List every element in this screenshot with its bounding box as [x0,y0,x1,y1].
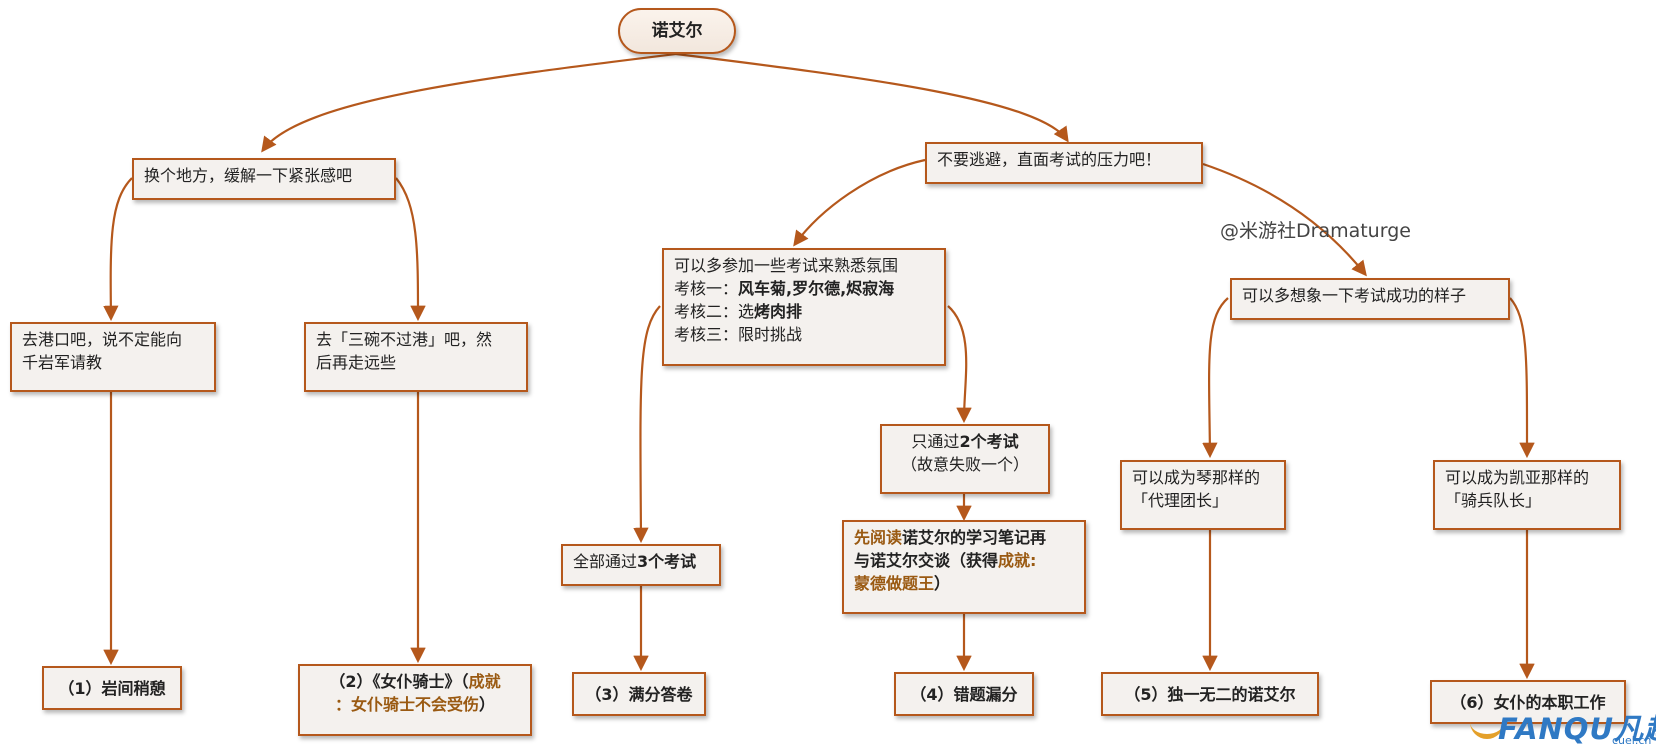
sanwan-line1: 去「三碗不过港」吧，然 [316,330,493,349]
notes-line3: 蒙德做题王） [854,572,1074,595]
edge-right-exams [793,158,926,247]
ending-6-label: （6）女仆的本职工作 [1450,692,1606,712]
option-node-kaeya: 可以成为凯亚那样的 「骑兵队长」 [1433,460,1621,530]
pass-two-prefix: 只通过 [911,432,960,451]
branch-node-relax: 换个地方，缓解一下紧张感吧 [132,158,396,200]
imagine-label: 可以多想象一下考试成功的样子 [1242,286,1467,305]
ending-node-4: （4）错题漏分 [894,672,1034,716]
edge-exams-passall [633,305,661,544]
edge-left-sanwan [395,177,426,322]
notes-part1: 诺艾尔的学习笔记再 [902,528,1047,547]
option-node-imagine: 可以多想象一下考试成功的样子 [1230,278,1510,320]
ending-node-5: （5）独一无二的诺艾尔 [1101,672,1319,716]
ending-node-6: （6）女仆的本职工作 [1430,680,1626,724]
ending-2-accent: 成就 [468,672,501,691]
pass-two-bold: 2个考试 [959,432,1019,451]
ending-4-label: （4）错题漏分 [910,684,1018,704]
notes-line1: 先阅读诺艾尔的学习笔记再 [854,526,1074,549]
edge-exams-passtwo [947,305,972,424]
kaeya-line2: 「骑兵队长」 [1445,491,1542,510]
exams-line1: 可以多参加一些考试来熟悉氛围 [674,256,899,275]
pass-two-line1: 只通过2个考试 [892,430,1038,453]
ending-2-suffix: ） [479,695,496,714]
exams-line4: 考核三：限时挑战 [674,325,803,344]
option-node-pass-two: 只通过2个考试 （故意失败一个） [880,424,1050,494]
exam2-prefix: 考核二：选 [674,302,755,321]
ending-node-1: （1）岩间稍憩 [42,666,182,710]
option-node-exams: 可以多参加一些考试来熟悉氛围 考核一：风车菊,罗尔德,烬寂海 考核二：选烤肉排 … [662,248,946,366]
option-node-pass-all: 全部通过3个考试 [561,544,721,586]
ending-1-label: （1）岩间稍憩 [58,678,166,698]
logo-sub: cuel.cn [1612,734,1652,747]
edge-root-left [261,52,677,153]
option-node-harbor: 去港口吧，说不定能向 千岩军请教 [10,322,216,392]
notes-line3-suffix: ） [934,574,951,593]
edge-root-right [675,52,1069,143]
option-node-sanwan: 去「三碗不过港」吧，然 后再走远些 [304,322,528,392]
notes-line2-prefix: 与诺艾尔交谈（获得 [854,551,999,570]
pass-two-line2: （故意失败一个） [900,455,1029,474]
option-node-qin: 可以成为琴那样的 「代理团长」 [1120,460,1286,530]
exams-line2: 考核一：风车菊,罗尔德,烬寂海 [674,277,934,300]
harbor-line1: 去港口吧，说不定能向 [22,330,183,349]
notes-accent-achievement: 成就: [998,551,1037,570]
branch-face-exam-label: 不要逃避，直面考试的压力吧！ [937,150,1162,169]
edge-imagine-kaeya [1509,297,1535,459]
logo-swoosh-icon [1470,712,1504,739]
root-label: 诺艾尔 [651,20,703,41]
branch-node-face-exam: 不要逃避，直面考试的压力吧！ [925,142,1203,184]
qin-line1: 可以成为琴那样的 [1132,468,1261,487]
exam2-value: 烤肉排 [754,302,803,321]
watermark-author: @米游社Dramaturge [1220,220,1411,242]
notes-accent-read: 先阅读 [854,528,903,547]
notes-line2: 与诺艾尔交谈（获得成就: [854,549,1074,572]
harbor-line2: 千岩军请教 [22,353,103,372]
exam1-prefix: 考核一： [674,279,739,298]
pass-all-prefix: 全部通过 [573,552,638,571]
kaeya-line1: 可以成为凯亚那样的 [1445,468,1590,487]
ending-3-label: （3）满分答卷 [585,684,693,704]
edge-right-imagine [1202,162,1367,277]
pass-all-bold: 3个考试 [637,552,697,571]
logo-fanqu: FANQU凡趣 [1498,712,1656,746]
ending-5-label: （5）独一无二的诺艾尔 [1124,684,1296,704]
ending-2-line1: （2）《女仆骑士》（成就 [310,670,520,693]
ending-node-2: （2）《女仆骑士》（成就 ：女仆骑士不会受伤） [298,664,532,736]
ending-2-line2: ：女仆骑士不会受伤） [310,693,520,716]
option-node-study-notes: 先阅读诺艾尔的学习笔记再 与诺艾尔交谈（获得成就: 蒙德做题王） [842,520,1086,614]
ending-2-achievement: ：女仆骑士不会受伤 [334,695,479,714]
ending-2-prefix: （2）《女仆骑士》（ [329,672,469,691]
exams-line3: 考核二：选烤肉排 [674,300,934,323]
root-node-noelle: 诺艾尔 [618,8,736,54]
edge-imagine-qin [1202,297,1229,459]
qin-line2: 「代理团长」 [1132,491,1229,510]
ending-node-3: （3）满分答卷 [572,672,706,716]
sanwan-line2: 后再走远些 [316,353,397,372]
edge-left-harbor [103,177,133,322]
exam1-value: 风车菊,罗尔德,烬寂海 [738,279,895,298]
branch-relax-label: 换个地方，缓解一下紧张感吧 [144,166,353,185]
notes-accent-title: 蒙德做题王 [854,574,935,593]
